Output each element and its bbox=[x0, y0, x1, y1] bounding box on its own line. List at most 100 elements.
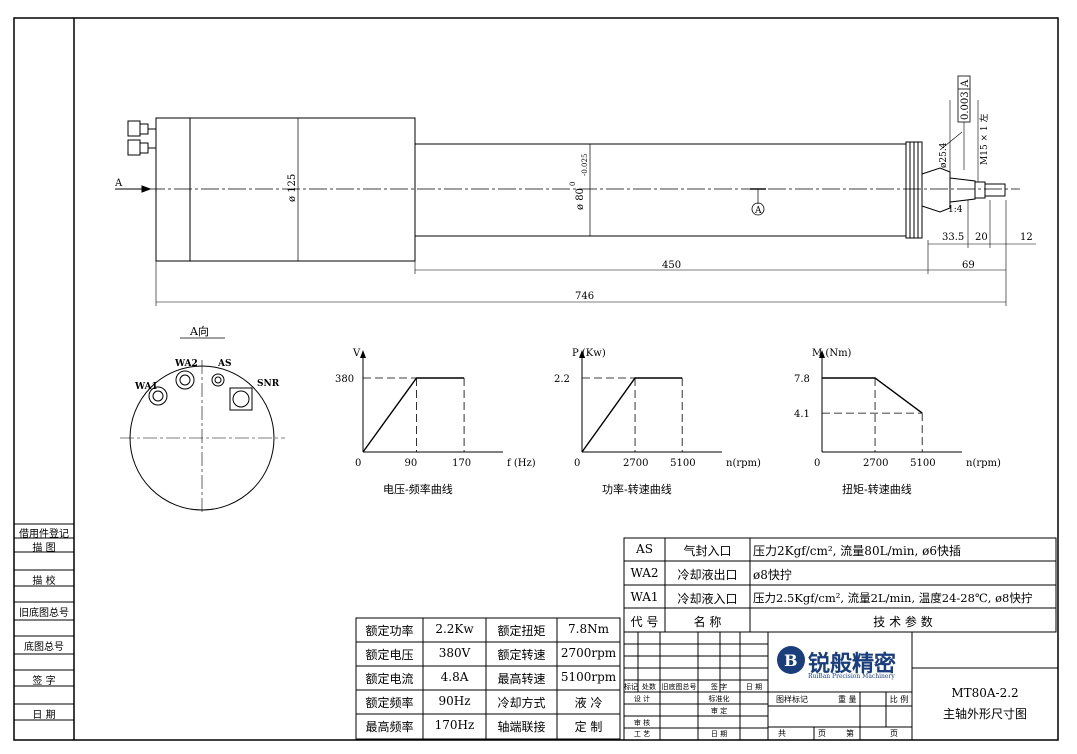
spec-cell-3-1: 90Hz bbox=[438, 694, 471, 708]
strip-base: 底图总号 bbox=[24, 642, 64, 653]
x-tick-label: 0 bbox=[355, 458, 361, 469]
rev-sign: 签 字 bbox=[710, 683, 728, 691]
tolerance-value: 0.003 bbox=[960, 91, 971, 120]
tolerance-datum: A bbox=[960, 79, 971, 88]
y-axis-arrow bbox=[819, 350, 825, 358]
spec-cell-2-0: 额定电流 bbox=[365, 672, 414, 686]
spec-cell-2-1: 4.8A bbox=[440, 670, 469, 684]
spec-cell-2-2: 最高转速 bbox=[497, 672, 546, 686]
y-tick-label: 4.1 bbox=[794, 409, 810, 420]
end-view bbox=[120, 337, 285, 515]
x-tick-label: 5100 bbox=[910, 458, 935, 469]
rev-old-base: 旧底图总号 bbox=[661, 683, 697, 691]
power-speed-chart: P (Kw) n(rpm) 0 2700 5100 2.2 功率-转速曲线 bbox=[554, 348, 761, 496]
nose-taper bbox=[921, 167, 951, 213]
spec-cell-2-3: 5100rpm bbox=[560, 670, 617, 684]
x-tick-label: 5100 bbox=[670, 458, 695, 469]
dim-tube-dia: ø 80 bbox=[575, 188, 586, 210]
thread-spec: M15 × 1 左 bbox=[978, 113, 990, 165]
spec-cell-4-2: 轴端联接 bbox=[497, 720, 546, 734]
x-tick-label: 0 bbox=[814, 458, 820, 469]
strip-borrow-register: 借用件登记 bbox=[19, 529, 69, 540]
spec-cell-0-2: 额定扭矩 bbox=[497, 624, 546, 638]
spec-cell-1-3: 2700rpm bbox=[560, 646, 617, 660]
port-name-2: 冷却液出口 bbox=[677, 568, 738, 582]
dim-69: 69 bbox=[962, 260, 975, 271]
y-axis-label: V bbox=[352, 348, 361, 359]
spec-cell-4-0: 最高频率 bbox=[365, 720, 414, 734]
spindle-drawing bbox=[115, 75, 1036, 306]
spec-cell-1-2: 额定转速 bbox=[497, 648, 546, 662]
strip-check: 描 校 bbox=[32, 576, 56, 587]
company-name: 锐般精密 bbox=[808, 651, 897, 677]
wa2-port bbox=[175, 370, 195, 390]
svg-text:B: B bbox=[784, 651, 798, 670]
rev-count: 处数 bbox=[642, 683, 656, 691]
dim-12: 12 bbox=[1020, 232, 1033, 243]
chart-caption: 扭矩-转速曲线 bbox=[842, 482, 912, 496]
scale-label: 比 例 bbox=[889, 695, 909, 704]
spec-cell-1-1: 380V bbox=[438, 646, 471, 660]
ports-header-spec: 技 术 参 数 bbox=[873, 615, 933, 629]
role-process: 工 艺 bbox=[633, 730, 651, 738]
port-name-3: 冷却液入口 bbox=[677, 592, 738, 606]
snr-port bbox=[229, 387, 253, 411]
spec-cell-4-1: 170Hz bbox=[434, 718, 475, 732]
port-name-1: 气封入口 bbox=[683, 544, 732, 558]
y-axis-label: P (Kw) bbox=[572, 348, 606, 359]
datum-circle bbox=[751, 202, 765, 216]
spec-cell-3-3: 液 冷 bbox=[574, 696, 603, 710]
chart-mark-label: 图样标记 bbox=[776, 695, 808, 704]
outer-frame bbox=[13, 17, 1059, 741]
sheet-no-label: 第 bbox=[846, 729, 854, 738]
y-tick-label: 2.2 bbox=[554, 374, 570, 385]
sheet-total-label: 共 bbox=[778, 729, 786, 738]
weight-label: 重 量 bbox=[838, 695, 857, 704]
chart-caption: 电压-频率曲线 bbox=[383, 482, 453, 496]
end-view-label-2: WA2 bbox=[174, 359, 198, 369]
page-label-1: 页 bbox=[818, 729, 826, 738]
spindle-tube bbox=[414, 143, 907, 237]
port-spec-3: 压力2.5Kgf/cm², 流量2L/min, 温度24-28℃, ø8快拧 bbox=[753, 591, 1033, 605]
role-standard: 标准化 bbox=[708, 695, 730, 703]
tables-grid bbox=[14, 523, 1058, 740]
spec-cell-0-0: 额定功率 bbox=[365, 624, 414, 638]
strip-trace: 描 图 bbox=[32, 543, 56, 554]
spec-cell-0-3: 7.8Nm bbox=[568, 622, 609, 636]
port-code-2: WA2 bbox=[630, 566, 659, 580]
ports-header-code: 代 号 bbox=[630, 615, 659, 629]
strip-date: 日 期 bbox=[32, 710, 56, 721]
chart-caption: 功率-转速曲线 bbox=[602, 482, 672, 496]
x-axis-label: n(rpm) bbox=[726, 458, 761, 469]
rev-date: 日 期 bbox=[745, 683, 763, 691]
x-tick-label: 2700 bbox=[623, 458, 648, 469]
x-axis-label: f (Hz) bbox=[507, 458, 536, 469]
x-tick-label: 0 bbox=[574, 458, 580, 469]
end-view-title: A向 bbox=[189, 324, 209, 338]
dim-tube-tol-top: 0 bbox=[569, 182, 577, 186]
page-label-2: 页 bbox=[890, 729, 898, 738]
connector-bottom bbox=[127, 139, 141, 156]
company-name-en: RuiBan Precision Machinery bbox=[808, 673, 895, 680]
x-tick-label: 2700 bbox=[863, 458, 888, 469]
spec-cell-3-0: 额定频率 bbox=[365, 696, 414, 710]
port-code-1: AS bbox=[636, 542, 653, 556]
x-tick-label: 170 bbox=[452, 458, 471, 469]
spindle-body bbox=[155, 117, 416, 262]
series-line bbox=[822, 377, 923, 414]
end-view-label-3: AS bbox=[217, 359, 231, 369]
dim-nose-dia: ø25.4 bbox=[939, 142, 949, 168]
connector-top bbox=[127, 120, 141, 137]
view-arrow-label: A bbox=[114, 178, 123, 189]
as-port bbox=[211, 373, 225, 387]
role-approve: 审 定 bbox=[710, 707, 728, 715]
spec-cell-4-3: 定 制 bbox=[574, 720, 603, 734]
datum-label: A bbox=[754, 206, 762, 216]
dim-body-dia: ø 125 bbox=[287, 174, 298, 202]
y-axis-arrow bbox=[360, 350, 366, 358]
company-logo: B bbox=[777, 646, 805, 674]
dim-taper: 1:4 bbox=[948, 205, 963, 215]
